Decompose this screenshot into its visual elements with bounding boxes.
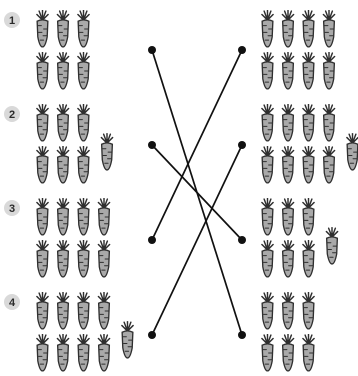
carrot-icon	[37, 240, 48, 277]
carrot-icon	[78, 240, 89, 277]
carrot-icon	[303, 104, 314, 141]
carrot-icon	[78, 104, 89, 141]
left-group-2	[37, 104, 113, 183]
carrot-icon	[78, 292, 89, 329]
carrot-icon	[37, 146, 48, 183]
carrot-icon	[323, 146, 334, 183]
carrot-icon	[37, 334, 48, 371]
carrot-icon	[303, 240, 314, 277]
carrot-icon	[262, 198, 273, 235]
right-group-3	[262, 198, 338, 277]
carrot-icon	[262, 52, 273, 89]
connector-line	[152, 50, 242, 240]
row-label: 3	[9, 203, 15, 215]
row-label: 4	[9, 297, 16, 309]
number-badge-1: 1	[4, 12, 20, 28]
carrot-icon	[37, 198, 48, 235]
right-group-1	[262, 10, 335, 89]
carrot-icon	[303, 334, 314, 371]
carrot-icon	[78, 198, 89, 235]
carrot-icon	[262, 240, 273, 277]
carrot-icon	[98, 198, 109, 235]
carrot-icon	[282, 198, 293, 235]
carrot-icon	[78, 334, 89, 371]
carrot-icon	[326, 227, 337, 264]
row-label: 1	[9, 15, 15, 27]
carrot-icon	[282, 10, 293, 47]
carrot-icon	[303, 198, 314, 235]
connector-line	[152, 145, 242, 335]
right-group-4	[262, 292, 314, 371]
left-group-3	[37, 198, 110, 277]
carrot-icon	[262, 104, 273, 141]
carrot-icon	[98, 240, 109, 277]
row-label: 2	[9, 109, 15, 121]
connector-line	[152, 145, 242, 240]
carrot-icon	[78, 10, 89, 47]
left-group-1	[37, 10, 89, 89]
carrot-icon	[323, 104, 334, 141]
carrot-icon	[98, 334, 109, 371]
carrot-icon	[57, 334, 68, 371]
carrot-icon	[57, 52, 68, 89]
right-dot-1[interactable]	[238, 46, 246, 54]
carrot-icon	[101, 133, 112, 170]
carrot-icon	[57, 292, 68, 329]
carrot-icon	[37, 52, 48, 89]
carrot-icon	[282, 52, 293, 89]
left-dot-2[interactable]	[148, 141, 156, 149]
carrot-icon	[122, 321, 133, 358]
carrot-icon	[282, 292, 293, 329]
carrot-icon	[303, 52, 314, 89]
right-dot-4[interactable]	[238, 331, 246, 339]
carrot-icon	[57, 198, 68, 235]
carrot-icon	[347, 133, 358, 170]
carrot-icon	[98, 292, 109, 329]
carrot-icon	[303, 10, 314, 47]
number-badge-3: 3	[4, 200, 20, 216]
right-dot-3[interactable]	[238, 236, 246, 244]
carrot-icon	[57, 104, 68, 141]
carrot-icon	[282, 146, 293, 183]
right-dot-2[interactable]	[238, 141, 246, 149]
carrot-icon	[37, 292, 48, 329]
carrot-icon	[262, 292, 273, 329]
carrot-icon	[57, 146, 68, 183]
number-badge-4: 4	[4, 294, 20, 310]
left-dot-1[interactable]	[148, 46, 156, 54]
carrot-icon	[57, 240, 68, 277]
carrot-icon	[303, 292, 314, 329]
carrot-icon	[57, 10, 68, 47]
carrot-icon	[262, 146, 273, 183]
carrot-icon	[262, 10, 273, 47]
carrot-icon	[37, 10, 48, 47]
left-dot-3[interactable]	[148, 236, 156, 244]
carrot-icon	[282, 240, 293, 277]
carrot-icon	[323, 10, 334, 47]
carrot-icon	[262, 334, 273, 371]
right-group-2	[262, 104, 358, 183]
left-group-4	[37, 292, 133, 371]
carrot-icon	[37, 104, 48, 141]
number-badge-2: 2	[4, 106, 20, 122]
carrot-icon	[78, 146, 89, 183]
carrot-icon	[282, 334, 293, 371]
carrot-icon	[303, 146, 314, 183]
carrot-icon	[323, 52, 334, 89]
left-dot-4[interactable]	[148, 331, 156, 339]
carrot-icon	[282, 104, 293, 141]
carrot-icon	[78, 52, 89, 89]
